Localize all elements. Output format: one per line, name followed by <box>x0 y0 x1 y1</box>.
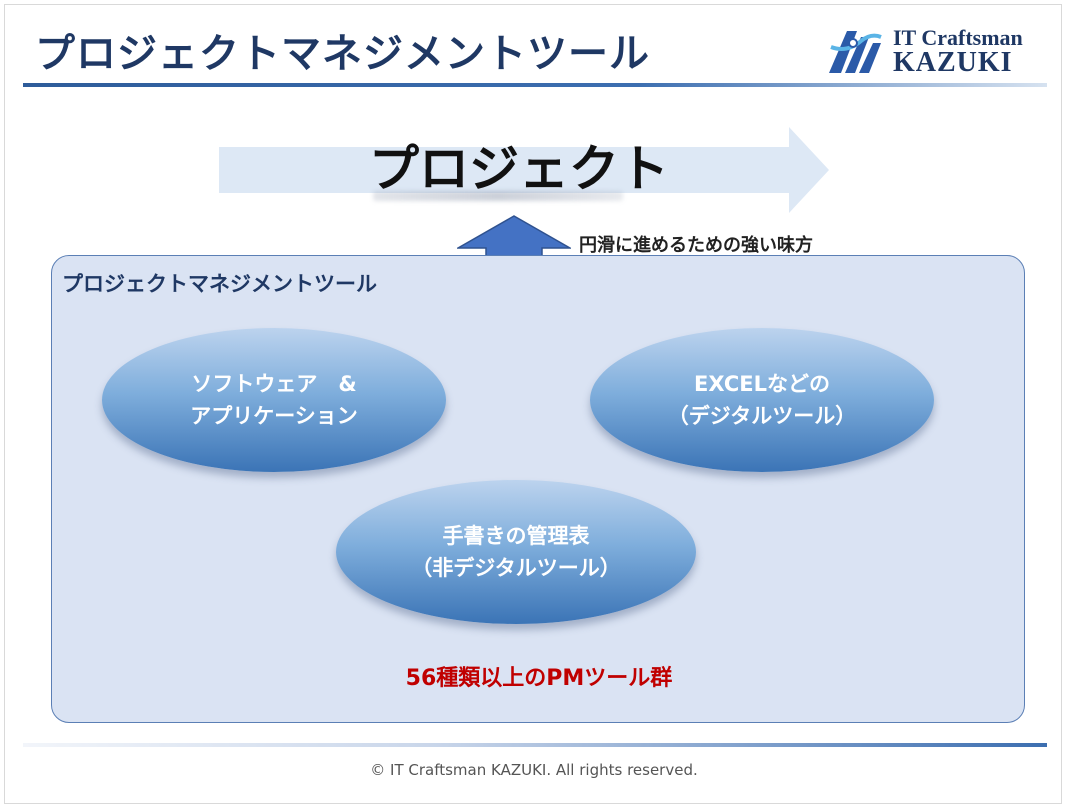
project-title-reflection <box>373 191 623 201</box>
slide-title: プロジェクトマネジメントツール <box>35 31 650 77</box>
tool-label-line: EXCELなどの <box>694 372 830 396</box>
support-text: 円滑に進めるための強い味方 <box>579 235 813 256</box>
right-arrow-icon <box>219 127 829 213</box>
tool-label-line: （非デジタルツール） <box>411 556 621 580</box>
slide: プロジェクトマネジメントツール IT Craftsman KAZUKI プロジェ… <box>4 4 1062 804</box>
logo-line-2: KAZUKI <box>893 47 1013 78</box>
logo-line-1: IT Craftsman <box>893 25 1023 50</box>
tool-excel-ellipse: EXCELなどの （デジタルツール） <box>590 328 934 472</box>
tool-label-line: 手書きの管理表 <box>442 524 590 548</box>
tool-software-ellipse: ソフトウェア & アプリケーション <box>102 328 446 472</box>
craftsman-logo-icon <box>829 31 882 73</box>
tools-panel: プロジェクトマネジメントツール ソフトウェア & アプリケーション EXCELな… <box>51 255 1025 723</box>
tool-label-line: ソフトウェア & <box>191 372 357 396</box>
project-title: プロジェクト <box>369 140 669 198</box>
tool-handwritten-ellipse: 手書きの管理表 （非デジタルツール） <box>336 480 696 624</box>
pm-tool-count: 56種類以上のPMツール群 <box>405 666 673 691</box>
tool-label-line: （デジタルツール） <box>667 404 857 428</box>
tool-label-line: アプリケーション <box>190 404 358 428</box>
footer-divider <box>23 743 1047 747</box>
company-logo: IT Craftsman KAZUKI <box>827 23 1037 79</box>
tools-panel-label: プロジェクトマネジメントツール <box>62 272 377 296</box>
title-divider <box>23 83 1047 87</box>
footer-copyright: © IT Craftsman KAZUKI. All rights reserv… <box>370 761 698 779</box>
